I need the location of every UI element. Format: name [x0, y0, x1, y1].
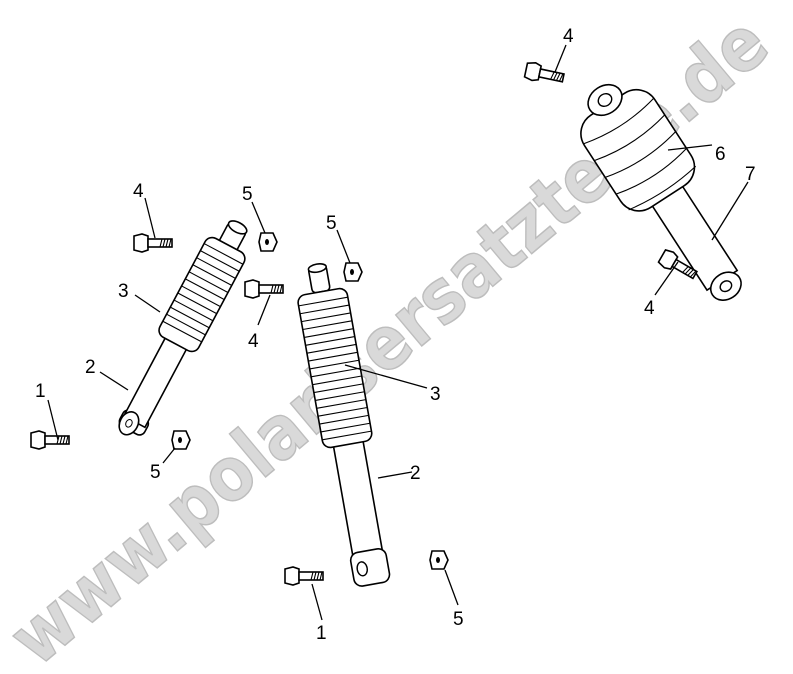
- spring-left: [158, 236, 246, 353]
- nut-5-middle-top: [343, 262, 363, 282]
- callout-4: 4: [133, 181, 144, 202]
- bolt-4-right-top: [523, 60, 566, 88]
- bolt-4-middle: [244, 279, 284, 299]
- callout-3: 3: [118, 281, 129, 302]
- callout-5: 5: [150, 462, 161, 483]
- shock-absorber-middle: [297, 263, 391, 587]
- bolt-1-left: [30, 430, 70, 450]
- callout-2: 2: [410, 463, 421, 484]
- shock-absorber-right: [580, 83, 742, 301]
- shock-absorber-left: [118, 220, 248, 436]
- callout-5: 5: [326, 213, 337, 234]
- nut-5-left-bottom: [171, 430, 191, 450]
- bolt-1-middle: [284, 566, 324, 586]
- callout-1: 1: [316, 623, 327, 644]
- nut-5-left-top: [258, 232, 278, 252]
- leader-lines: [47, 44, 749, 621]
- callout-7: 7: [745, 164, 756, 185]
- callout-5: 5: [453, 609, 464, 630]
- callout-5: 5: [242, 184, 253, 205]
- callout-1: 1: [35, 381, 46, 402]
- callout-4: 4: [644, 298, 655, 319]
- bolt-4-left: [133, 233, 173, 253]
- callout-4: 4: [563, 26, 574, 47]
- callout-4: 4: [248, 331, 259, 352]
- callout-3: 3: [430, 384, 441, 405]
- callout-6: 6: [715, 144, 726, 165]
- spring-middle: [297, 287, 373, 449]
- callout-2: 2: [85, 357, 96, 378]
- nut-5-middle-bottom: [429, 550, 449, 570]
- callouts: 4 6 7 4 4 5 3 5 4 3 2 1 2 5 1 5: [35, 26, 756, 644]
